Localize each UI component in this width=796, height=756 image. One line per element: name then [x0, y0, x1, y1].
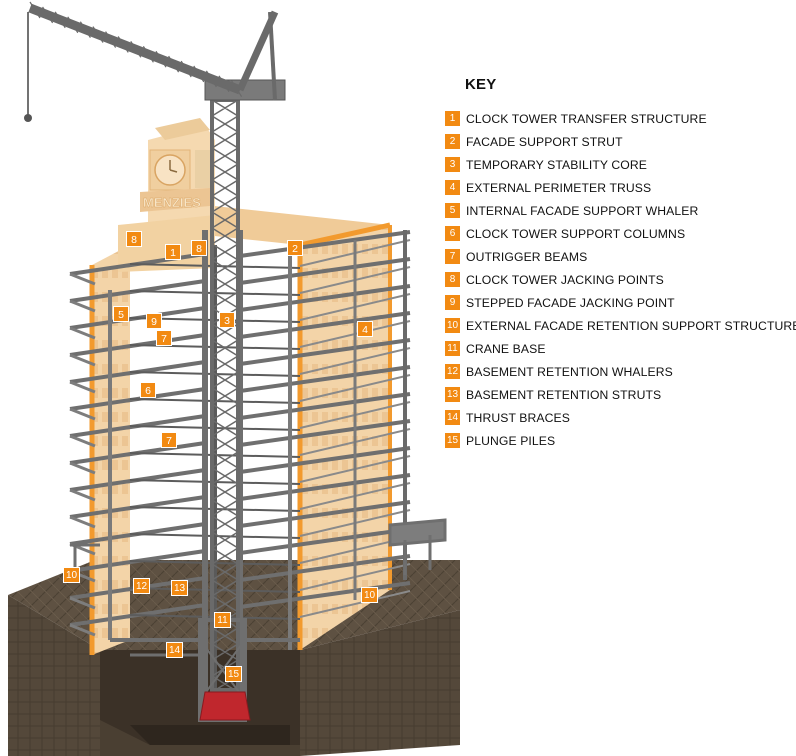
callout-10b: 10 [361, 587, 378, 603]
basement-floor [130, 725, 290, 745]
facade-parapet [299, 222, 391, 248]
key-number-badge: 4 [445, 180, 460, 195]
callout-7b: 7 [161, 432, 177, 448]
clock-face-side [195, 150, 213, 188]
callout-8a: 8 [126, 231, 142, 247]
key-number-badge: 5 [445, 203, 460, 218]
key-item: 8 CLOCK TOWER JACKING POINTS [445, 268, 795, 291]
callout-4: 4 [357, 321, 373, 337]
facade-sign-text: MENZIES [143, 195, 201, 210]
key-label: BASEMENT RETENTION STRUTS [466, 387, 662, 402]
key-number-badge: 2 [445, 134, 460, 149]
key-number-badge: 7 [445, 249, 460, 264]
callout-5: 5 [113, 306, 129, 322]
ground-front-left [8, 595, 100, 756]
key-item: 13 BASEMENT RETENTION STRUTS [445, 383, 795, 406]
key-number-badge: 10 [445, 318, 460, 333]
plunge-pile-plinth [199, 691, 251, 721]
callout-1: 1 [165, 244, 181, 260]
key-item: 6 CLOCK TOWER SUPPORT COLUMNS [445, 222, 795, 245]
key-label: CLOCK TOWER TRANSFER STRUCTURE [466, 111, 707, 126]
callout-15: 15 [225, 666, 242, 682]
key-label: CLOCK TOWER JACKING POINTS [466, 272, 664, 287]
callout-10a: 10 [63, 567, 80, 583]
key-item: 3 TEMPORARY STABILITY CORE [445, 153, 795, 176]
key-number-badge: 1 [445, 111, 460, 126]
key-item: 11 CRANE BASE [445, 337, 795, 360]
tower-crane [24, 1, 286, 693]
key-number-badge: 9 [445, 295, 460, 310]
key-label: FACADE SUPPORT STRUT [466, 134, 623, 149]
callout-7a: 7 [156, 330, 172, 346]
key-item: 7 OUTRIGGER BEAMS [445, 245, 795, 268]
steel-frame [69, 230, 411, 720]
facade-sign-band [140, 188, 210, 212]
key-label: EXTERNAL FACADE RETENTION SUPPORT STRUCT… [466, 318, 796, 333]
key-item: 9 STEPPED FACADE JACKING POINT [445, 291, 795, 314]
key-item: 2 FACADE SUPPORT STRUT [445, 130, 795, 153]
callout-12: 12 [133, 578, 150, 594]
callout-14: 14 [166, 642, 183, 658]
key-item: 5 INTERNAL FACADE SUPPORT WHALER [445, 199, 795, 222]
key-title: KEY [465, 76, 497, 93]
key-list: 1 CLOCK TOWER TRANSFER STRUCTURE 2 FACADE S… [445, 107, 796, 452]
key-label: THRUST BRACES [466, 410, 571, 425]
key-label: EXTERNAL PERIMETER TRUSS [466, 180, 652, 195]
key-item: 14 THRUST BRACES [445, 406, 795, 429]
callout-2: 2 [287, 240, 303, 256]
key-number-badge: 12 [445, 364, 460, 379]
key-label: STEPPED FACADE JACKING POINT [466, 295, 675, 310]
key-label: TEMPORARY STABILITY CORE [466, 157, 647, 172]
key-item: 1 CLOCK TOWER TRANSFER STRUCTURE [445, 107, 795, 130]
key-label: BASEMENT RETENTION WHALERS [466, 364, 673, 379]
key-number-badge: 14 [445, 410, 460, 425]
ground-right [300, 610, 460, 756]
crane-hook [24, 114, 32, 122]
key-item: 10 EXTERNAL FACADE RETENTION SUPPORT STRU… [445, 314, 796, 337]
callout-9: 9 [146, 313, 162, 329]
key-number-badge: 15 [445, 433, 460, 448]
key-label: PLUNGE PILES [466, 433, 556, 448]
key-number-badge: 8 [445, 272, 460, 287]
key-legend: KEY 1 CLOCK TOWER TRANSFER STRUCTURE 2 FACA… [445, 76, 796, 452]
key-label: INTERNAL FACADE SUPPORT WHALER [466, 203, 699, 218]
callout-8b: 8 [191, 240, 207, 256]
key-item: 4 EXTERNAL PERIMETER TRUSS [445, 176, 795, 199]
clock-tower: MENZIES [118, 118, 215, 272]
key-number-badge: 11 [445, 341, 460, 356]
callout-3: 3 [219, 312, 235, 328]
key-label: CRANE BASE [466, 341, 546, 356]
key-item: 12 BASEMENT RETENTION WHALERS [445, 360, 795, 383]
key-number-badge: 3 [445, 157, 460, 172]
callout-13: 13 [171, 580, 188, 596]
external-facade-retention [70, 518, 447, 575]
key-label: CLOCK TOWER SUPPORT COLUMNS [466, 226, 686, 241]
clock-tower-top [155, 118, 210, 140]
callout-11: 11 [214, 612, 231, 628]
callout-6: 6 [140, 382, 156, 398]
key-number-badge: 6 [445, 226, 460, 241]
key-item: 15 PLUNGE PILES [445, 429, 795, 452]
key-number-badge: 13 [445, 387, 460, 402]
basement-structure [110, 618, 300, 722]
key-label: OUTRIGGER BEAMS [466, 249, 588, 264]
